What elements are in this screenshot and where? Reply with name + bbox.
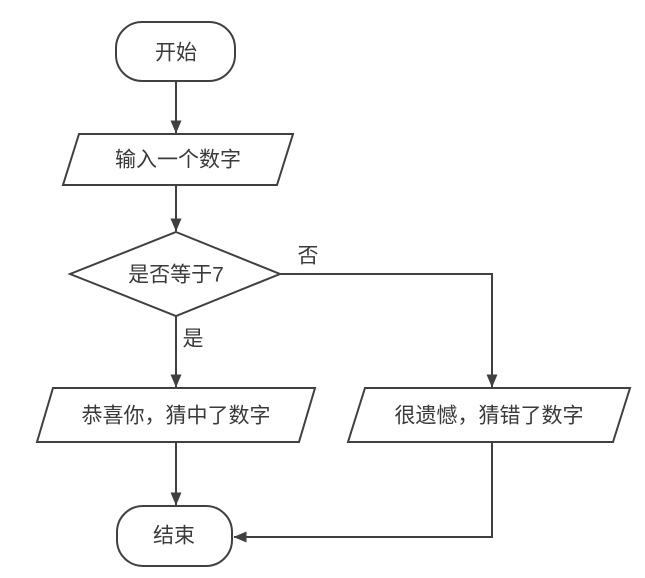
edge-decision-to-failure — [280, 273, 498, 388]
node-success-parallelogram — [35, 387, 317, 443]
node-label-end: 结束 — [153, 524, 195, 548]
node-failure-parallelogram — [346, 387, 632, 443]
edge-failure-to-end — [233, 442, 493, 543]
node-label-start: 开始 — [155, 41, 197, 65]
edge-label-no: 否 — [296, 243, 320, 269]
edge-label-yes: 是 — [181, 326, 205, 352]
node-label-failure: 很遗憾，猜错了数字 — [394, 404, 584, 428]
node-input-parallelogram — [61, 133, 295, 186]
node-decision-diamond — [67, 230, 283, 318]
node-label-decision: 是否等于7 — [128, 263, 224, 287]
node-label-input: 输入一个数字 — [115, 148, 241, 172]
node-end-terminator — [116, 505, 233, 567]
node-label-success: 恭喜你，猜中了数字 — [81, 404, 271, 428]
node-start-terminator — [115, 21, 236, 82]
